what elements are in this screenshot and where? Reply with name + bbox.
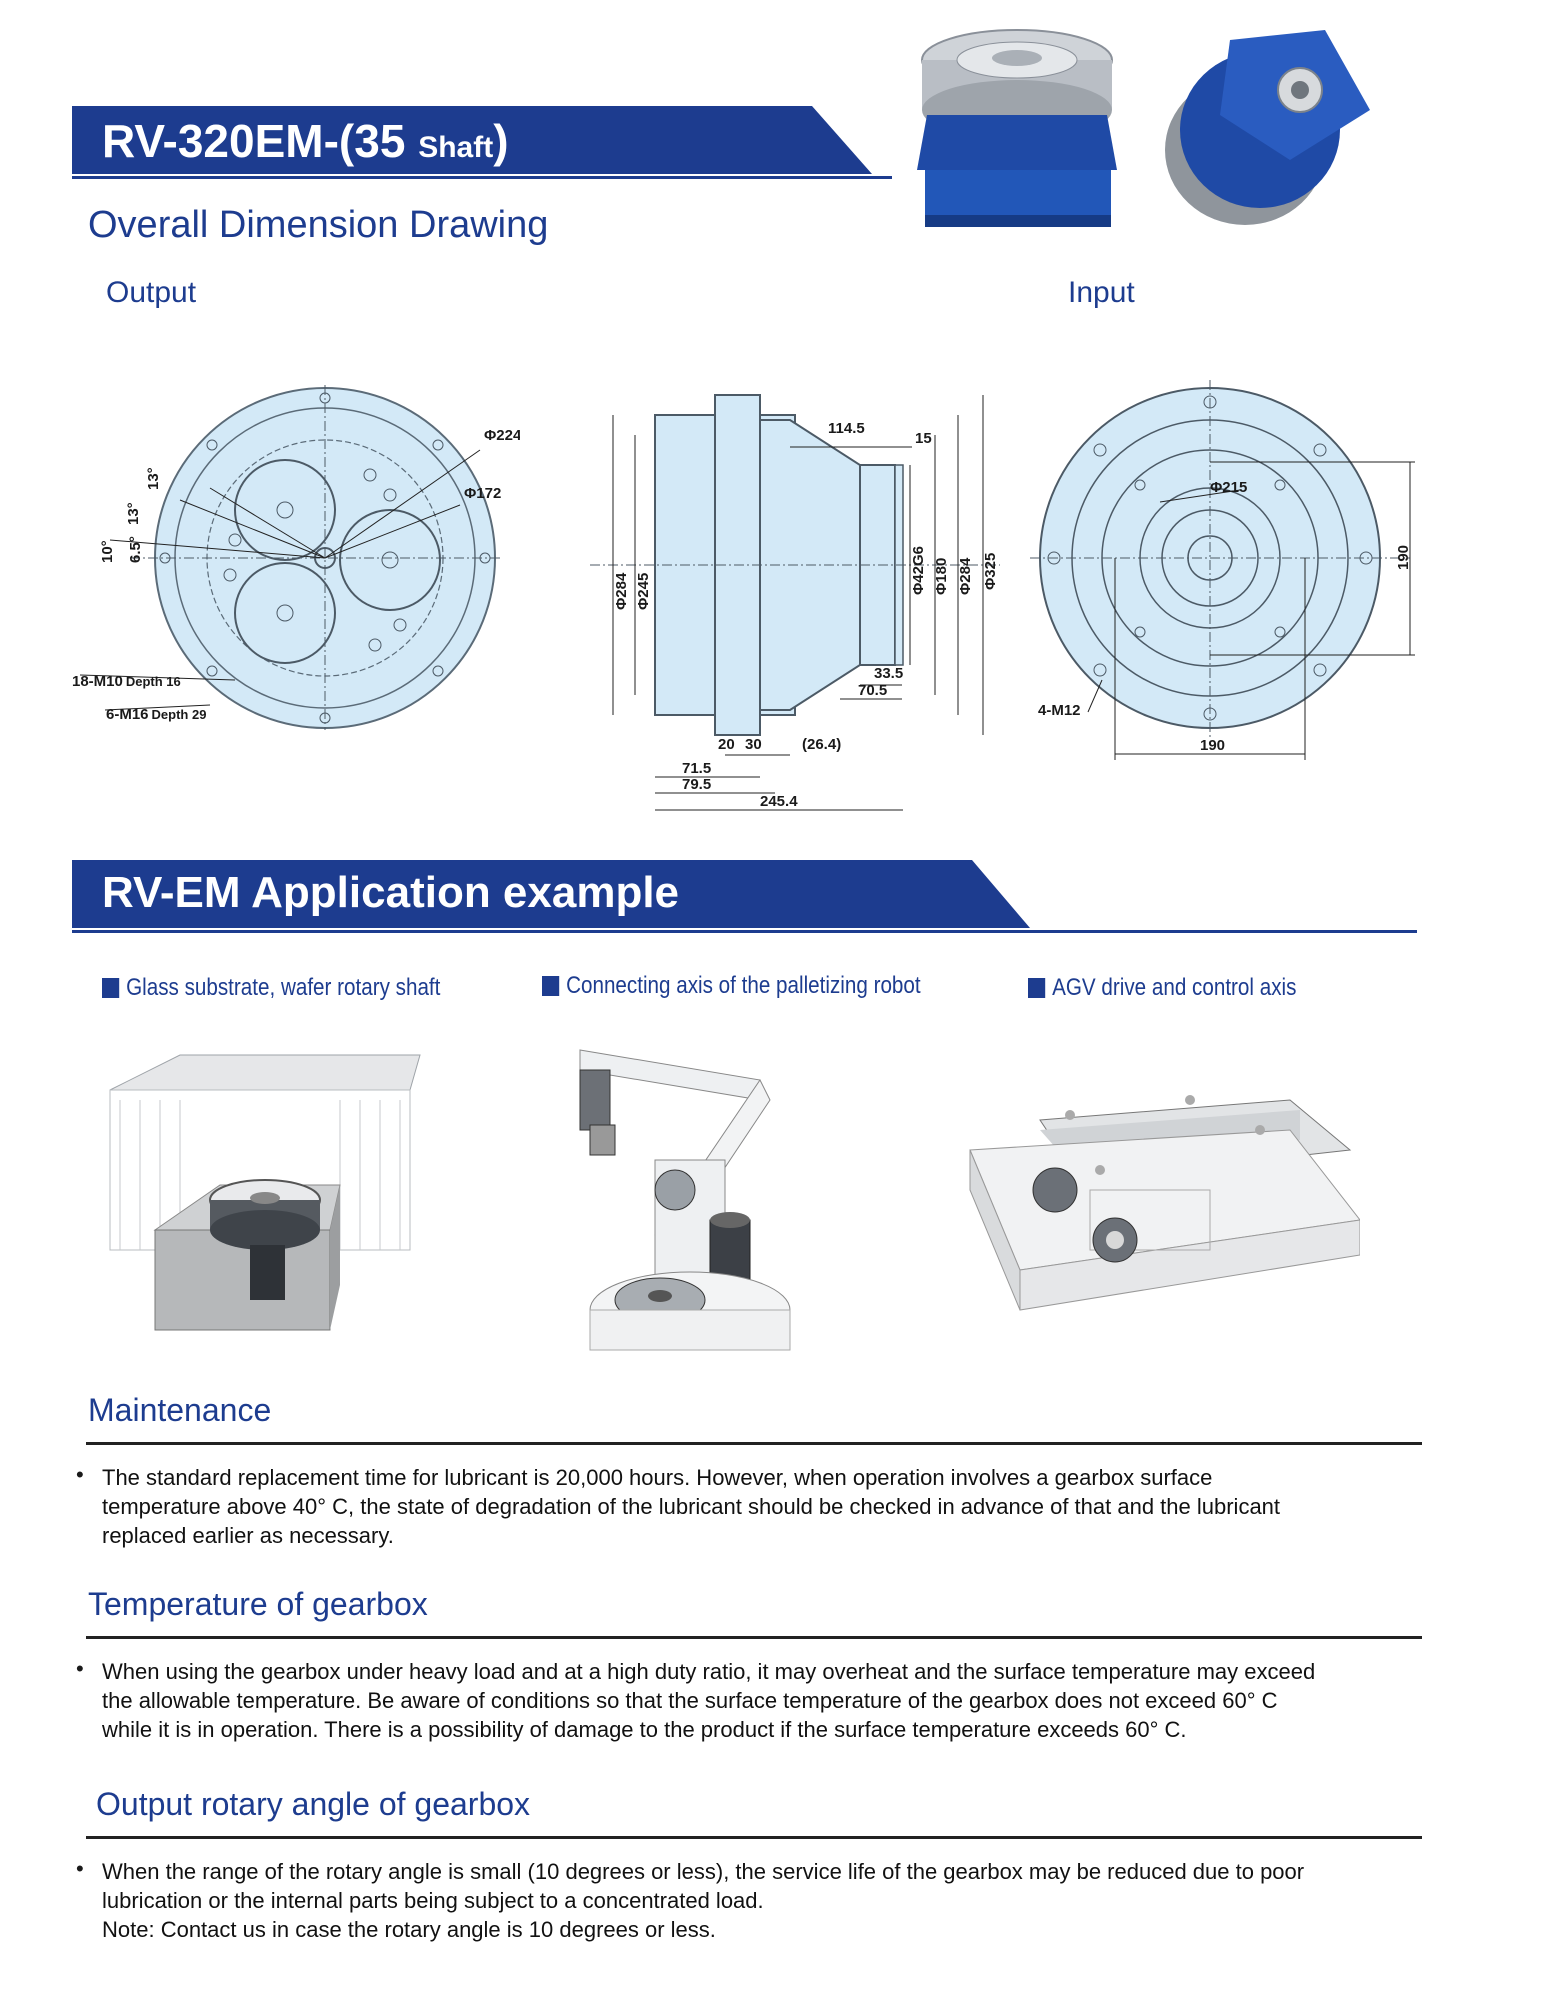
dim-30: 30 <box>745 736 762 753</box>
rotary-heading: Output rotary angle of gearbox <box>96 1786 531 1822</box>
dim-190-horizontal: 190 <box>1200 737 1225 754</box>
illustration-palletizing-robot <box>579 1049 791 1351</box>
maintenance-heading: Maintenance <box>88 1392 272 1428</box>
dim-phi215: Φ215 <box>1210 479 1247 496</box>
dim-190-vertical: 190 <box>1395 545 1412 570</box>
dim-phi42g6: Φ42G6 <box>910 546 927 595</box>
temperature-text: When using the gearbox under heavy load … <box>102 1659 1316 1742</box>
dim-phi245: Φ245 <box>635 573 652 610</box>
dim-71-5: 71.5 <box>682 760 711 777</box>
rotary-text: When the range of the rotary angle is sm… <box>102 1859 1305 1942</box>
dim-phi284-left: Φ284 <box>613 572 630 610</box>
square-bullet-icon <box>102 978 120 998</box>
side-view-drawing: Φ284 Φ245 Φ42G6 Φ180 Φ284 Φ325 114.5 15 … <box>590 394 1000 811</box>
application-item-glass: Glass substrate, wafer rotary shaft <box>102 974 440 1002</box>
application-item-agv: AGV drive and control axis <box>1028 974 1296 1002</box>
dim-4-m12: 4-M12 <box>1038 702 1081 719</box>
application-banner: RV-EM Application example <box>72 860 1422 933</box>
dim-angle-13b: 13° <box>125 502 142 525</box>
dim-33-5: 33.5 <box>874 665 903 682</box>
title-banner-shape <box>72 106 892 179</box>
illustration-agv <box>969 1095 1360 1311</box>
square-bullet-icon <box>1028 978 1046 998</box>
application-banner-shape <box>72 860 1417 933</box>
input-label: Input <box>1068 276 1135 309</box>
temperature-heading: Temperature of gearbox <box>88 1586 428 1622</box>
dim-79-5: 79.5 <box>682 776 711 793</box>
dim-20: 20 <box>718 736 735 753</box>
dim-phi325: Φ325 <box>982 553 999 590</box>
dim-phi180: Φ180 <box>933 558 950 595</box>
maintenance-text: The standard replacement time for lubric… <box>102 1465 1281 1548</box>
dim-phi224: Φ224 <box>484 427 520 444</box>
temperature-rule <box>86 1636 1422 1639</box>
dim-70-5: 70.5 <box>858 682 887 699</box>
input-view-drawing: Φ215 190 190 4-M12 <box>1030 380 1415 760</box>
dim-245-4: 245.4 <box>760 793 798 810</box>
title-banner: RV-320EM-(35 Shaft) <box>72 106 892 179</box>
dim-15: 15 <box>915 430 932 447</box>
maintenance-rule <box>86 1442 1422 1445</box>
dim-angle-13a: 13° <box>145 467 162 490</box>
application-item-palletizing: Connecting axis of the palletizing robot <box>542 972 921 1000</box>
drawing-heading: Overall Dimension Drawing <box>88 204 549 246</box>
output-label: Output <box>106 276 197 309</box>
dim-angle-6-5: 6.5° <box>127 536 144 563</box>
dim-26-4: (26.4) <box>802 736 841 753</box>
dim-phi284-right: Φ284 <box>957 557 974 595</box>
rotary-bullet-icon: • <box>76 1856 84 1881</box>
maintenance-bullet-icon: • <box>76 1462 84 1487</box>
illustration-glass-substrate <box>109 1054 421 1331</box>
product-title: RV-320EM-(35 Shaft) <box>102 115 509 167</box>
application-title: RV-EM Application example <box>102 868 680 917</box>
dim-114-5: 114.5 <box>828 420 865 437</box>
rotary-rule <box>86 1836 1422 1839</box>
dim-angle-10: 10° <box>99 540 116 563</box>
product-photo-back <box>1150 20 1380 235</box>
temperature-bullet-icon: • <box>76 1656 84 1681</box>
dim-phi172: Φ172 <box>464 485 501 502</box>
product-photo-front <box>905 20 1135 235</box>
square-bullet-icon <box>542 976 560 996</box>
